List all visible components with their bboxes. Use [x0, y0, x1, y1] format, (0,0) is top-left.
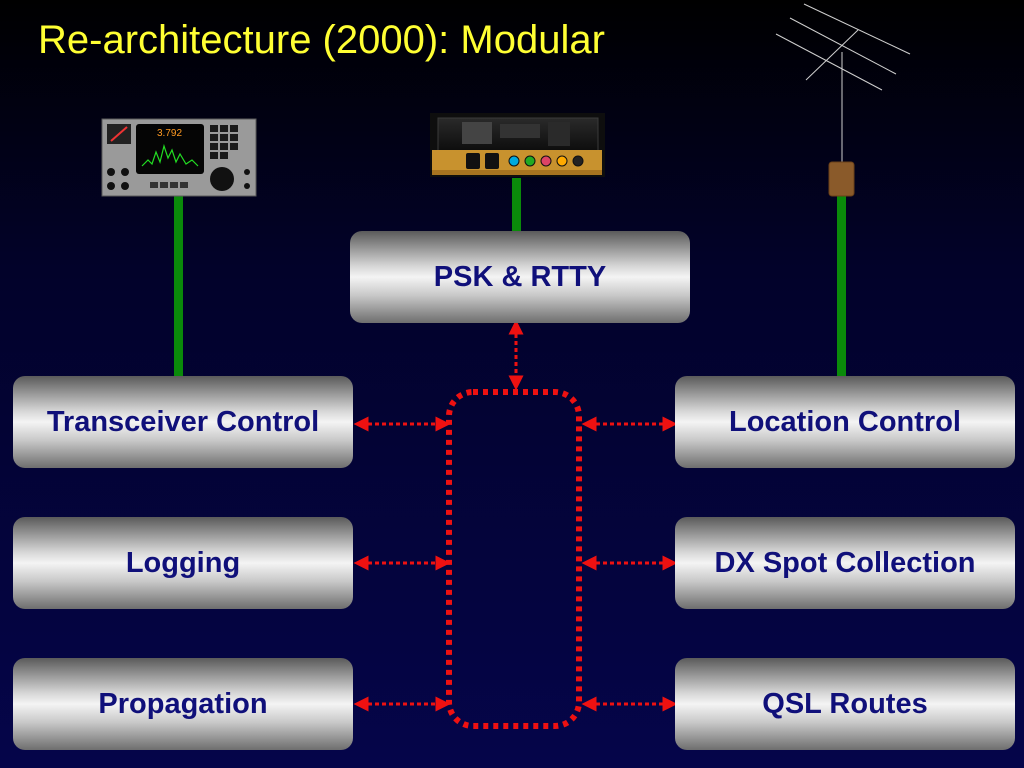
soundcard-cable — [512, 178, 521, 232]
propagation-label: Propagation — [98, 687, 268, 720]
transceiver-control-module: Transceiver Control — [13, 376, 353, 468]
yagi-antenna-icon — [775, 3, 911, 197]
logging-label: Logging — [125, 546, 241, 579]
antenna-cable — [837, 196, 846, 376]
psk-rtty-module: PSK & RTTY — [350, 231, 690, 323]
propagation-module: Propagation — [13, 658, 353, 750]
sound-card-icon — [430, 113, 605, 177]
frequency-readout: 3.792 — [157, 128, 182, 139]
transceiver-cable — [174, 196, 183, 376]
psk-rtty-label: PSK & RTTY — [433, 260, 607, 293]
logging-module: Logging — [13, 517, 353, 609]
location-control-label: Location Control — [729, 405, 961, 438]
transceiver-control-label: Transceiver Control — [46, 405, 320, 438]
qsl-routes-label: QSL Routes — [762, 687, 928, 720]
qsl-routes-module: QSL Routes — [675, 658, 1015, 750]
dx-spot-collection-label: DX Spot Collection — [714, 546, 976, 579]
radio-transceiver-icon: 3.792 — [101, 118, 257, 197]
message-bus — [446, 389, 582, 729]
location-control-module: Location Control — [675, 376, 1015, 468]
dx-spot-collection-module: DX Spot Collection — [675, 517, 1015, 609]
slide-title: Re-architecture (2000): Modular — [38, 18, 605, 62]
